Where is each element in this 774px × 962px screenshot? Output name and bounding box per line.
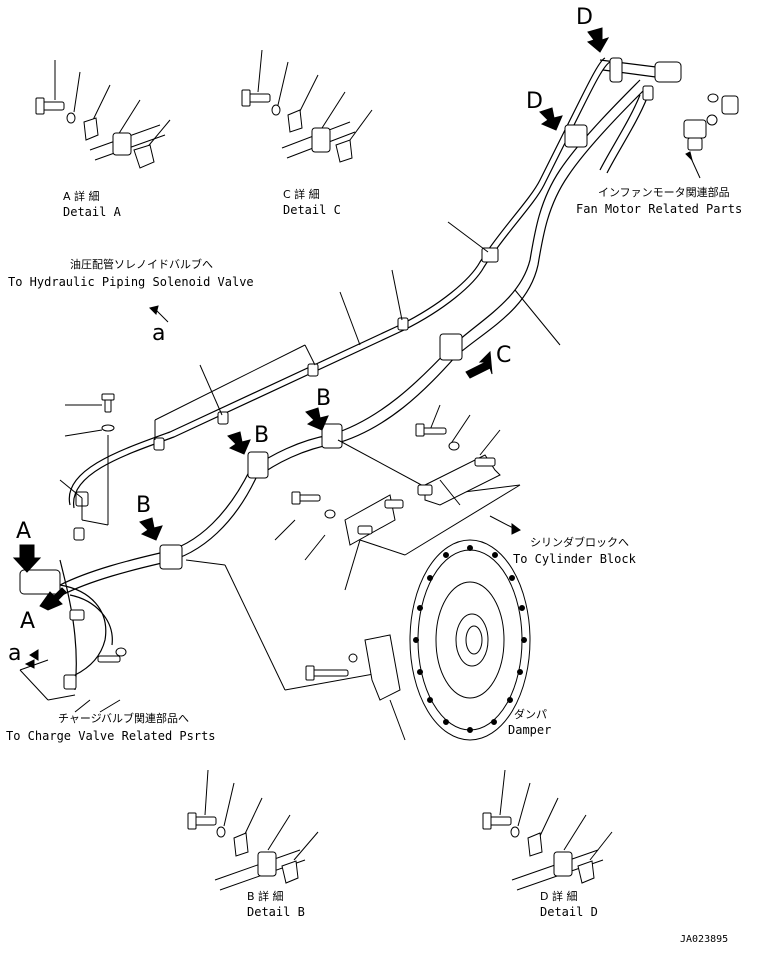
callout-b-left: B (136, 493, 151, 518)
callout-a-top: A (16, 519, 31, 544)
callout-a-lower-small: a (152, 321, 165, 346)
callout-b-upper: B (316, 386, 331, 411)
cylinder-label-en: To Cylinder Block (513, 552, 637, 566)
detail-b-illustration (187, 769, 319, 891)
detail-a-jp: A 詳 細 (63, 189, 100, 203)
arrow-b-left (139, 517, 163, 541)
callout-a-left-small: a (8, 641, 21, 666)
charge-label-jp: チャージバルブ関連部品へ (58, 711, 189, 725)
arrow-d-top (586, 27, 610, 53)
damper-label-jp: ダンパ (514, 707, 547, 721)
arrow-a-small-2 (24, 659, 35, 669)
arrow-cylinder (511, 523, 521, 535)
arrow-a-up (39, 587, 67, 611)
arrow-b-middle (227, 431, 251, 455)
cylinder-block-hardware (63, 393, 501, 690)
detail-a-en: Detail A (63, 205, 122, 219)
damper (305, 539, 531, 741)
detail-d-illustration (482, 769, 613, 891)
charge-label-en: To Charge Valve Related Psrts (6, 729, 216, 743)
callout-arrows (12, 27, 701, 669)
hydraulic-label-jp: 油圧配管ソレノイドバルブへ (70, 257, 213, 271)
fan-motor-fittings (683, 93, 739, 151)
cylinder-label-jp: シリンダブロックへ (530, 535, 629, 549)
callout-d-second: D (526, 89, 543, 114)
hose-assembly (59, 57, 682, 691)
arrow-c (465, 350, 493, 379)
hydraulic-label-en: To Hydraulic Piping Solenoid Valve (8, 275, 254, 289)
figure-id: JA023895 (680, 934, 728, 945)
detail-a-illustration (35, 60, 171, 169)
arrow-charge (29, 649, 39, 661)
detail-b-en: Detail B (247, 905, 305, 919)
detail-c-jp: C 詳 細 (283, 187, 320, 201)
fan-label-jp: インファンモータ関連部品 (598, 185, 730, 199)
arrow-d-second (539, 107, 563, 131)
detail-d-jp: D 詳 細 (540, 889, 577, 903)
callout-d-top: D (576, 5, 593, 30)
detail-c-en: Detail C (283, 203, 341, 217)
arrow-b-upper (305, 407, 329, 431)
detail-d-en: Detail D (540, 905, 598, 919)
callout-a-bottom: A (20, 609, 35, 634)
callout-b-middle: B (254, 423, 269, 448)
arrow-a-down (12, 544, 42, 573)
arrow-a-small (149, 305, 159, 315)
fan-label-en: Fan Motor Related Parts (576, 202, 742, 216)
detail-b-jp: B 詳 細 (247, 889, 284, 903)
detail-c-illustration (241, 49, 373, 163)
damper-label-en: Damper (508, 723, 551, 737)
callout-c: C (496, 343, 511, 368)
hose-clamps (19, 57, 654, 595)
